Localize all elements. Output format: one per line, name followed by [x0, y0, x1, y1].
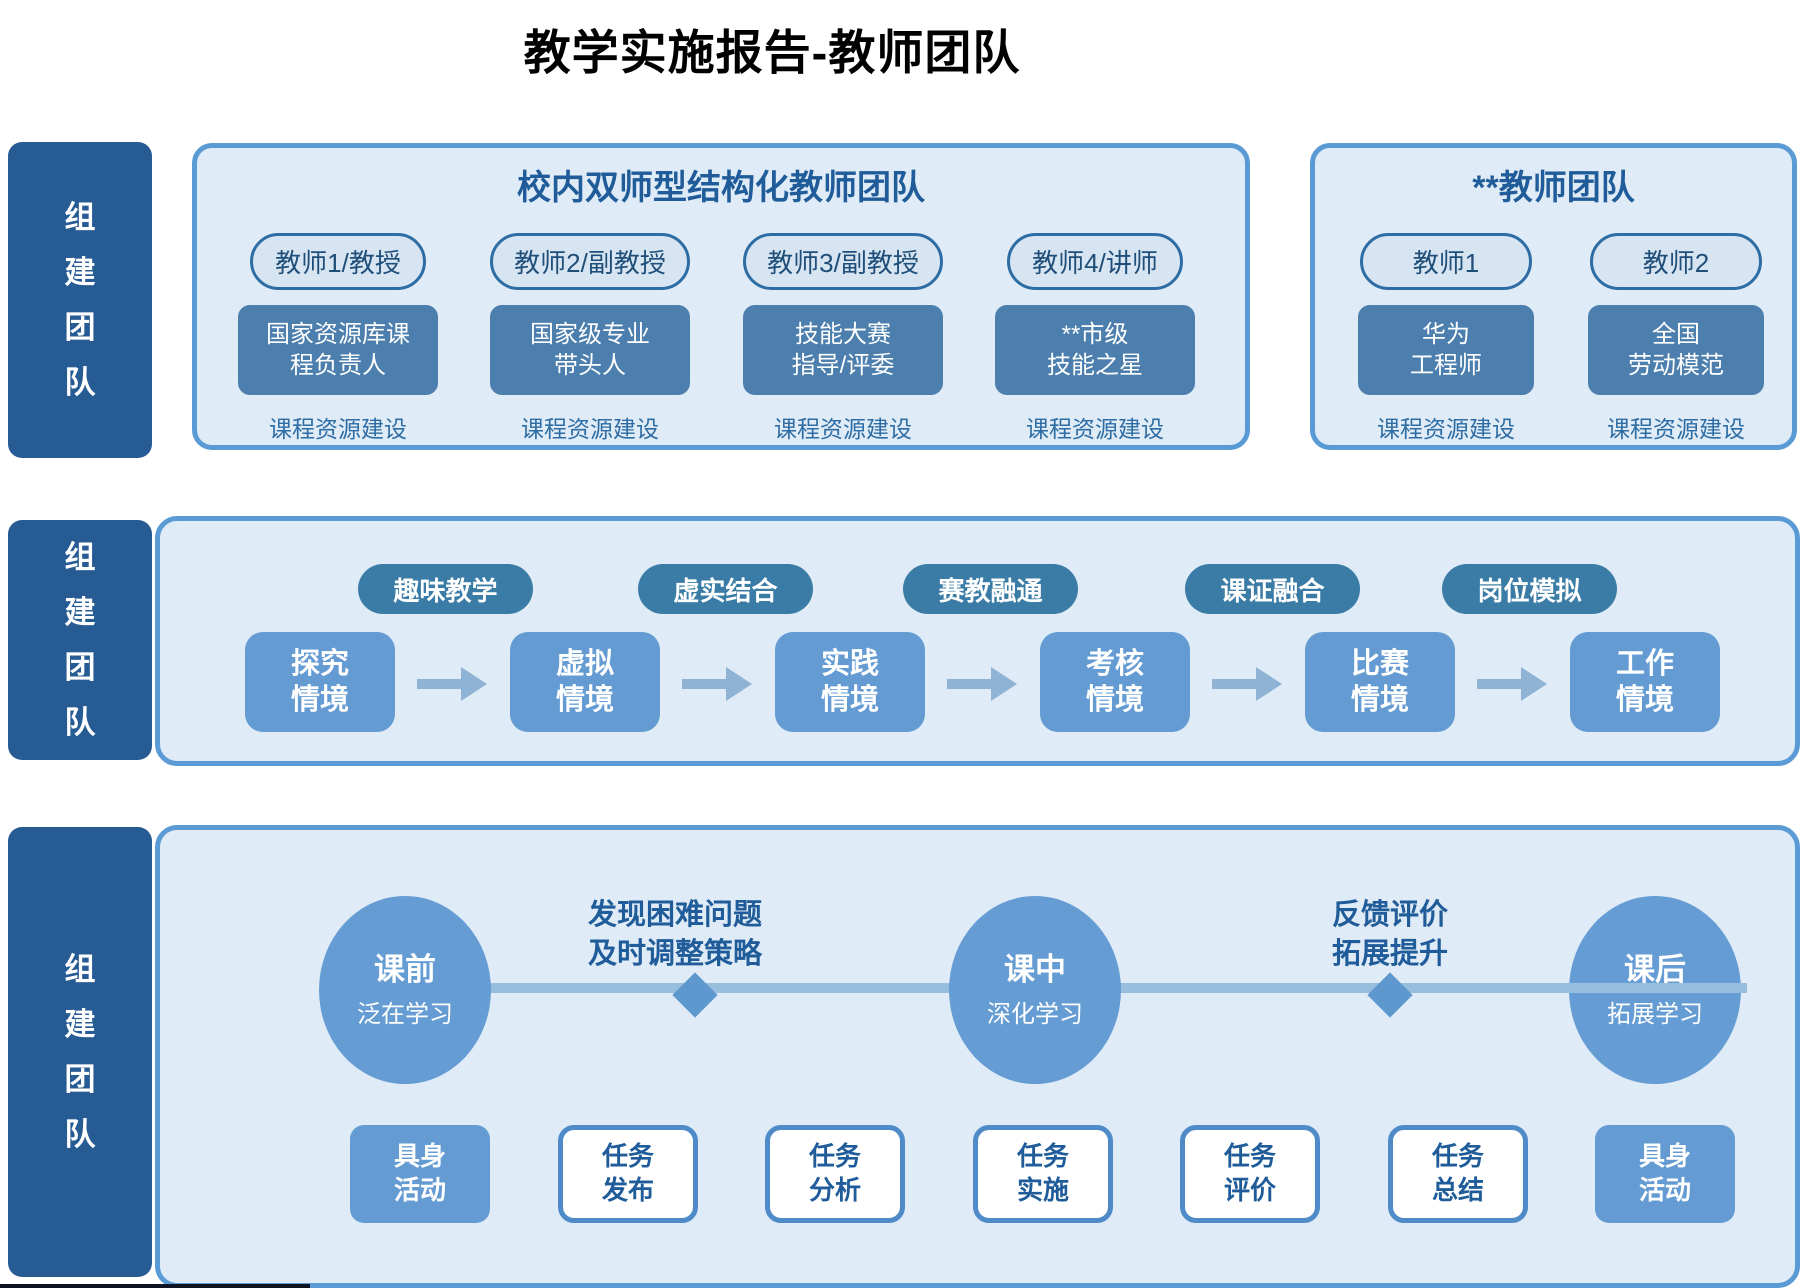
- stage-title: 课前: [374, 951, 436, 987]
- scenario-step: 比赛 情境: [1305, 632, 1455, 732]
- method-badge: 趣味教学: [358, 564, 533, 614]
- task-box-embodied: 具身 活动: [1595, 1125, 1735, 1223]
- teacher-role: 全国 劳动模范: [1588, 305, 1764, 395]
- scenario-step: 考核 情境: [1040, 632, 1190, 732]
- sidebar-row2: 组建团队: [8, 520, 152, 760]
- flow-arrow-icon: [1212, 667, 1284, 701]
- teacher-pill: 教师1/教授: [250, 233, 426, 290]
- teacher-role: 国家资源库课 程负责人: [238, 305, 438, 395]
- teacher-note: 课程资源建设: [1026, 416, 1164, 442]
- teacher-note: 课程资源建设: [1607, 416, 1745, 442]
- timeline-line: [1395, 983, 1747, 993]
- method-badge: 虚实结合: [638, 564, 813, 614]
- flow-arrow-icon: [947, 667, 1019, 701]
- scenario-flow-panel: 趣味教学 虚实结合 赛教融通 课证融合 岗位模拟 探究 情境 虚拟 情境 实践 …: [155, 516, 1800, 766]
- flow-arrow-icon: [417, 667, 489, 701]
- timeline-annotation: 发现困难问题 及时调整策略: [587, 899, 762, 971]
- scenario-step: 虚拟 情境: [510, 632, 660, 732]
- timeline-annotation: 反馈评价 拓展提升: [1331, 899, 1448, 971]
- task-box: 任务 发布: [558, 1125, 698, 1223]
- stage-subtitle: 拓展学习: [1607, 1001, 1703, 1029]
- teacher-role: **市级 技能之星: [995, 305, 1195, 395]
- teacher-role: 华为 工程师: [1358, 305, 1534, 395]
- internal-team-title: 校内双师型结构化教师团队: [517, 169, 925, 207]
- task-box-embodied: 具身 活动: [350, 1125, 490, 1223]
- teacher-note: 课程资源建设: [269, 416, 407, 442]
- teacher-note: 课程资源建设: [1377, 416, 1515, 442]
- teacher-role: 技能大赛 指导/评委: [743, 305, 943, 395]
- task-box: 任务 评价: [1180, 1125, 1320, 1223]
- teacher-pill: 教师4/讲师: [1007, 233, 1183, 290]
- enterprise-team-title: **教师团队: [1472, 169, 1635, 207]
- scenario-step: 工作 情境: [1570, 632, 1720, 732]
- task-box: 任务 分析: [765, 1125, 905, 1223]
- page-title: 教学实施报告-教师团队: [523, 26, 1021, 79]
- stage-subtitle: 深化学习: [987, 1001, 1083, 1029]
- stage-subtitle: 泛在学习: [357, 1001, 453, 1029]
- stage-title: 课后: [1624, 951, 1686, 987]
- teacher-role: 国家级专业 带头人: [490, 305, 690, 395]
- method-badge: 课证融合: [1185, 564, 1360, 614]
- sidebar-row1-label: 组建团队: [64, 199, 96, 401]
- teacher-note: 课程资源建设: [774, 416, 912, 442]
- timeline-line: [475, 983, 1395, 993]
- lesson-flow-panel: 课前 泛在学习 课中 深化学习 课后 拓展学习 发现困难问题 及时调整策略 反馈…: [155, 825, 1800, 1288]
- method-badge: 赛教融通: [903, 564, 1078, 614]
- teacher-pill: 教师3/副教授: [743, 233, 943, 290]
- teacher-pill: 教师2/副教授: [490, 233, 690, 290]
- stage-circle-before-class: 课前 泛在学习: [319, 896, 491, 1084]
- diamond-marker-icon: [1367, 972, 1413, 1018]
- enterprise-team-panel: **教师团队 教师1 教师2 华为 工程师 全国 劳动模范 课程资源建设 课程资…: [1310, 143, 1797, 450]
- task-box: 任务 实施: [973, 1125, 1113, 1223]
- teacher-pill: 教师1: [1360, 233, 1532, 290]
- teacher-note: 课程资源建设: [521, 416, 659, 442]
- teacher-pill: 教师2: [1590, 233, 1762, 290]
- diamond-marker-icon: [672, 972, 718, 1018]
- sidebar-row3-label: 组建团队: [64, 951, 96, 1153]
- scenario-step: 探究 情境: [245, 632, 395, 732]
- flow-arrow-icon: [682, 667, 754, 701]
- sidebar-row1: 组建团队: [8, 142, 152, 458]
- method-badge: 岗位模拟: [1442, 564, 1617, 614]
- slide-bottom-edge: [0, 1284, 310, 1288]
- stage-circle-in-class: 课中 深化学习: [949, 896, 1121, 1084]
- flow-arrow-icon: [1477, 667, 1549, 701]
- sidebar-row3: 组建团队: [8, 827, 152, 1277]
- sidebar-row2-label: 组建团队: [64, 539, 96, 741]
- internal-team-panel: 校内双师型结构化教师团队 教师1/教授 教师2/副教授 教师3/副教授 教师4/…: [192, 143, 1250, 450]
- task-box: 任务 总结: [1388, 1125, 1528, 1223]
- stage-title: 课中: [1004, 951, 1066, 987]
- scenario-step: 实践 情境: [775, 632, 925, 732]
